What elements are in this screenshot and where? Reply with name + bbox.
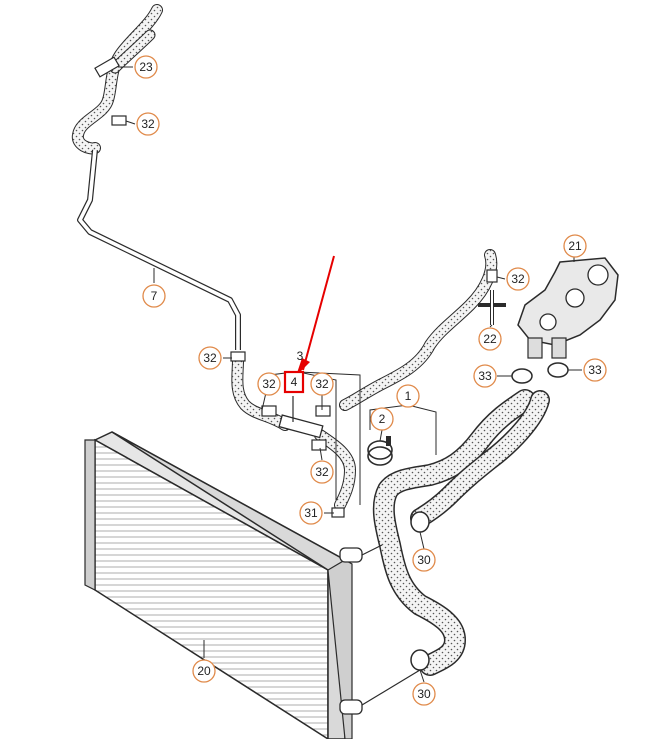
callout-7: 7	[142, 284, 166, 308]
highlight-box	[283, 370, 305, 394]
callout-3: 3	[297, 349, 304, 363]
callout-21: 21	[563, 234, 587, 258]
callout-31: 31	[299, 501, 323, 525]
callout-32: 32	[506, 267, 530, 291]
callout-ring	[396, 384, 420, 408]
callout-label: 23	[139, 60, 153, 74]
callout-ring	[198, 346, 222, 370]
callout-4: 4	[283, 370, 305, 394]
callout-ring	[412, 548, 436, 572]
callout-32: 32	[310, 372, 334, 396]
callout-ring	[142, 284, 166, 308]
callout-label: 32	[262, 377, 276, 391]
callout-ring	[478, 327, 502, 351]
callout-1: 1	[396, 384, 420, 408]
callout-ring	[563, 234, 587, 258]
thermostat-housing-21	[517, 257, 619, 359]
callout-label: 22	[483, 332, 497, 346]
callout-32: 32	[136, 112, 160, 136]
callout-ring	[473, 364, 497, 388]
callout-label: 3	[297, 349, 304, 363]
callout-23: 23	[134, 55, 158, 79]
callout-label: 32	[315, 377, 329, 391]
callout-label: 32	[203, 351, 217, 365]
upper-hose-23	[71, 4, 163, 155]
callout-label: 7	[151, 289, 158, 303]
callout-label: 2	[379, 412, 386, 426]
callout-label: 31	[304, 506, 318, 520]
callout-ring	[506, 267, 530, 291]
pipe-7	[77, 149, 241, 350]
callout-22: 22	[478, 327, 502, 351]
callout-30: 30	[412, 682, 436, 706]
callout-ring	[583, 358, 607, 382]
upper-right-hose	[339, 249, 498, 411]
radiator-20	[84, 431, 421, 739]
clamps	[367, 362, 569, 671]
callout-label: 33	[588, 363, 602, 377]
callout-label: 32	[315, 465, 329, 479]
callout-20: 20	[192, 659, 216, 683]
callout-label: 33	[478, 369, 492, 383]
callout-33: 33	[583, 358, 607, 382]
callout-32: 32	[198, 346, 222, 370]
hose-3	[230, 351, 357, 518]
callout-ring	[370, 407, 394, 431]
callout-ring	[299, 501, 323, 525]
callout-2: 2	[370, 407, 394, 431]
callout-label: 30	[417, 553, 431, 567]
callout-label: 21	[568, 239, 582, 253]
callout-ring	[412, 682, 436, 706]
callout-ring	[257, 372, 281, 396]
callout-label: 4	[291, 375, 298, 389]
callout-30: 30	[412, 548, 436, 572]
callout-ring	[310, 460, 334, 484]
callout-ring	[134, 55, 158, 79]
callout-label: 32	[141, 117, 155, 131]
t-connector-22	[478, 290, 506, 325]
callout-label: 1	[405, 389, 412, 403]
callout-label: 20	[197, 664, 211, 678]
callout-ring	[310, 372, 334, 396]
lower-hose-1	[372, 389, 550, 676]
callout-layer: 23 32 7 32 3 4 32 32 32 31 21 32 22 33 33 1 2 30 30 20	[134, 55, 607, 706]
callout-ring	[136, 112, 160, 136]
callout-32: 32	[257, 372, 281, 396]
callout-32: 32	[310, 460, 334, 484]
callout-33: 33	[473, 364, 497, 388]
callout-label: 32	[511, 272, 525, 286]
callout-ring	[192, 659, 216, 683]
callout-label: 30	[417, 687, 431, 701]
